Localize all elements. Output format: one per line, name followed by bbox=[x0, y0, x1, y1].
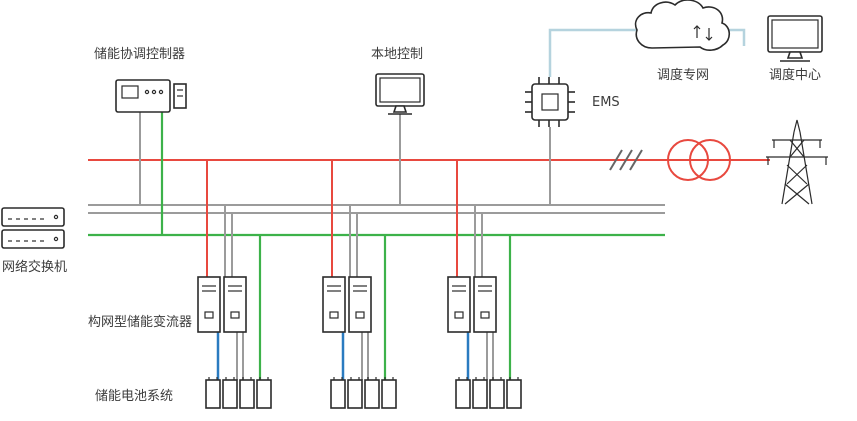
battery-label: 储能电池系统 bbox=[95, 389, 173, 404]
controller-box-icon bbox=[115, 79, 187, 113]
ems-chip-icon bbox=[525, 77, 575, 127]
local-control-monitor-icon bbox=[375, 73, 425, 115]
converter-bank-1 bbox=[196, 158, 273, 410]
switch-stack-icon bbox=[1, 207, 65, 249]
cloud-icon bbox=[634, 0, 731, 51]
network-switch-label: 网络交换机 bbox=[2, 259, 67, 275]
cloud-exchange-arrows-icon bbox=[693, 25, 713, 41]
transmission-tower-icon bbox=[766, 119, 828, 205]
coordinator-label: 储能协调控制器 bbox=[94, 47, 185, 62]
dispatch-center-monitor-icon bbox=[767, 15, 823, 62]
slash-marks-icon bbox=[609, 149, 643, 171]
dispatch-network-label: 调度专网 bbox=[657, 67, 709, 83]
transformer-icon bbox=[667, 139, 731, 181]
converter-label: 构网型储能变流器 bbox=[88, 314, 192, 330]
local-control-label: 本地控制 bbox=[371, 47, 423, 62]
dispatch-center-label: 调度中心 bbox=[769, 67, 821, 83]
ems-label: EMS bbox=[592, 95, 620, 110]
converter-bank-3 bbox=[446, 158, 523, 410]
converter-bank-2 bbox=[321, 158, 398, 410]
